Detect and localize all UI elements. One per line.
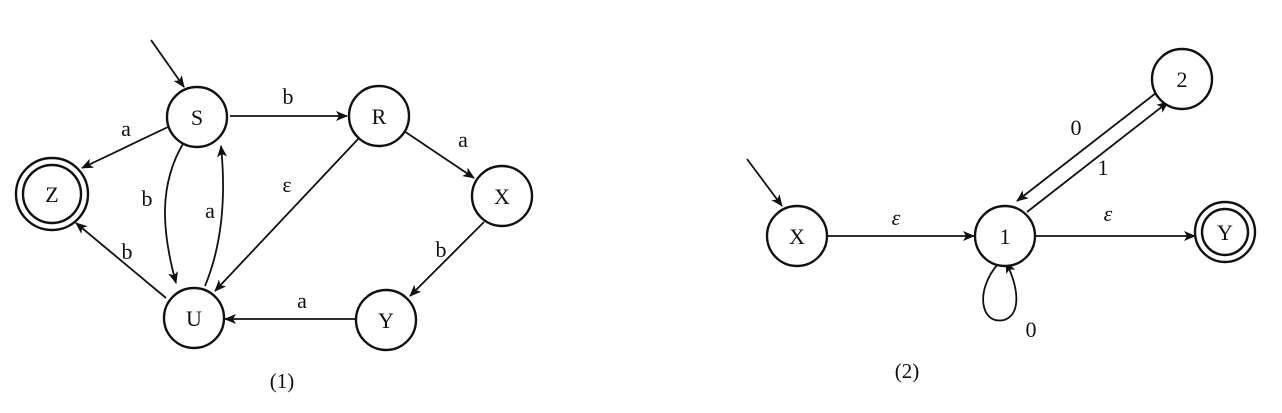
- caption-1: (1): [270, 369, 295, 393]
- label-1-y: ε: [1104, 201, 1113, 226]
- svg-text:U: U: [186, 306, 202, 331]
- state-z-accepting: Z: [14, 156, 90, 232]
- svg-text:Y: Y: [1217, 220, 1233, 245]
- edge-u-s: [204, 145, 228, 287]
- edge-x-y: [409, 221, 485, 297]
- edge-2-1: [1016, 92, 1157, 202]
- state-y2-accepting: Y: [1193, 200, 1257, 264]
- svg-text:X: X: [494, 184, 510, 209]
- diagram-1: b a b a ε a b a b S R X Y U: [14, 39, 534, 393]
- state-y: Y: [354, 288, 418, 352]
- edge-u-z: [75, 222, 167, 299]
- label-r-u: ε: [282, 172, 291, 197]
- svg-text:R: R: [372, 104, 387, 129]
- label-1-1: 0: [1026, 317, 1037, 342]
- label-y-u: a: [297, 288, 307, 313]
- svg-text:1: 1: [1000, 224, 1011, 249]
- svg-text:S: S: [191, 105, 203, 130]
- state-1: 1: [973, 204, 1037, 268]
- edge-s-z: [81, 126, 169, 169]
- state-2: 2: [1150, 47, 1214, 111]
- edge-1-2: [1026, 101, 1169, 213]
- label-s-u: b: [142, 186, 153, 211]
- label-1-2: 1: [1098, 155, 1109, 180]
- label-u-s: a: [205, 198, 215, 223]
- label-s-r: b: [283, 84, 294, 109]
- edge-1-1-loop: [982, 261, 1018, 322]
- edge-r-x: [403, 130, 475, 179]
- label-x-1: ε: [892, 205, 901, 230]
- caption-2: (2): [895, 359, 920, 383]
- start-arrow-s: [150, 39, 185, 88]
- svg-text:X: X: [789, 224, 805, 249]
- svg-text:Y: Y: [378, 308, 394, 333]
- svg-text:2: 2: [1177, 67, 1188, 92]
- state-x2: X: [765, 204, 829, 268]
- state-x: X: [470, 164, 534, 228]
- svg-text:Z: Z: [45, 182, 58, 207]
- state-r: R: [347, 84, 411, 148]
- label-x-y: b: [436, 237, 447, 262]
- edge-s-u: [164, 141, 185, 284]
- state-u: U: [162, 286, 226, 350]
- label-r-x: a: [458, 127, 468, 152]
- edge-r-u: [214, 136, 361, 292]
- state-s: S: [165, 85, 229, 149]
- label-s-z: a: [121, 116, 131, 141]
- diagram-2: ε ε 1 0 0 X 1 2 Y (2): [746, 47, 1257, 383]
- label-2-1: 0: [1071, 115, 1082, 140]
- label-u-z: b: [122, 239, 133, 264]
- start-arrow-x2: [746, 158, 783, 207]
